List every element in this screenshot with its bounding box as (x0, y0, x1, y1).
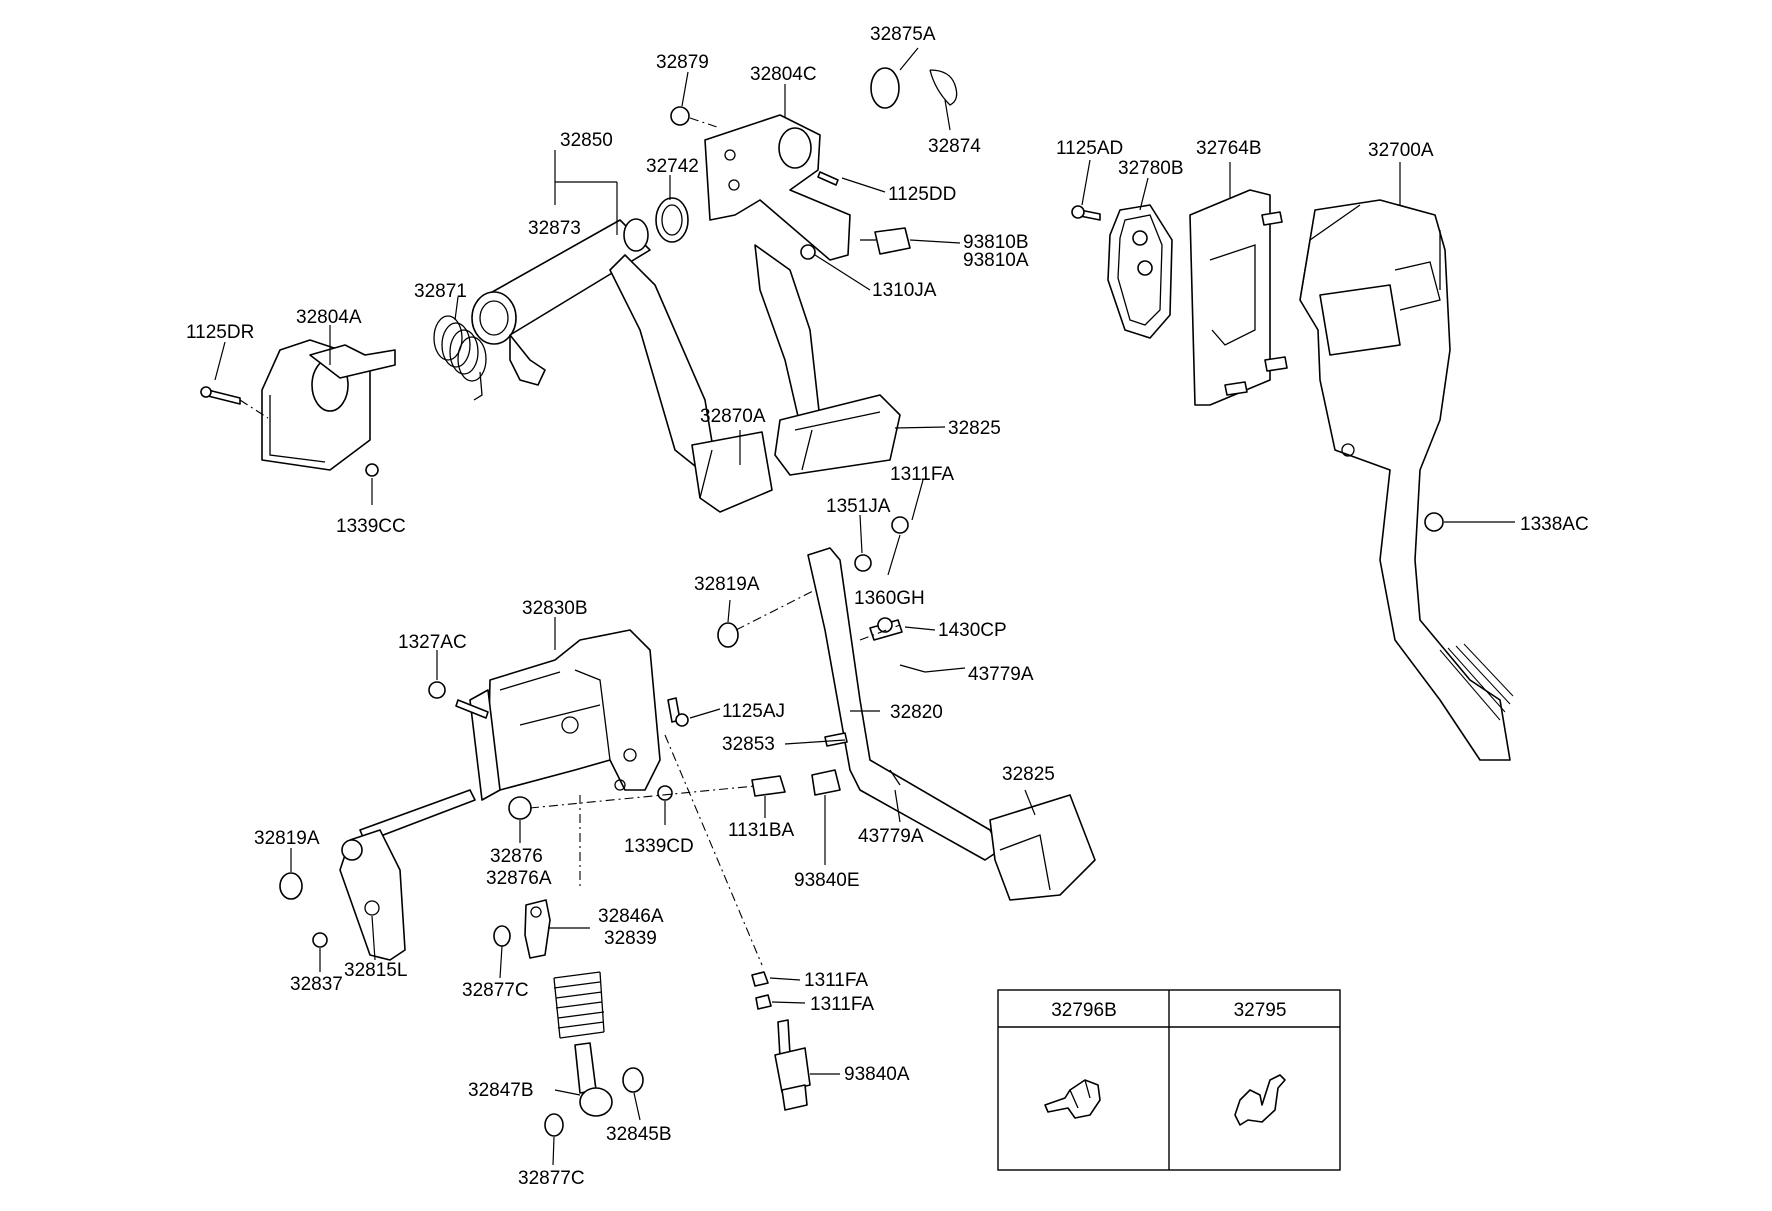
label-32742: 32742 (646, 156, 699, 177)
label-32764b: 32764B (1196, 138, 1262, 159)
label-32853: 32853 (722, 734, 775, 755)
spring-32871 (433, 315, 487, 401)
label-32700a: 32700A (1368, 140, 1434, 161)
lower-pedal-assembly (279, 516, 1096, 1137)
inset-col2-header: 32795 (1234, 1000, 1287, 1021)
label-1311fa-top: 1311FA (890, 464, 954, 485)
label-93840a: 93840A (844, 1064, 910, 1085)
label-1338ac: 1338AC (1520, 514, 1589, 535)
label-43779a-bottom: 43779A (858, 826, 924, 847)
label-32837: 32837 (290, 974, 343, 995)
label-1125aj: 1125AJ (722, 701, 785, 722)
label-1430cp: 1430CP (938, 620, 1007, 641)
label-1351ja: 1351JA (826, 496, 891, 517)
label-32804c: 32804C (750, 64, 817, 85)
label-32873: 32873 (528, 218, 581, 239)
label-32877c-bottom: 32877C (518, 1168, 585, 1189)
label-1339cd: 1339CD (624, 836, 694, 857)
label-32847b: 32847B (468, 1080, 534, 1101)
label-32825-bottom: 32825 (1002, 764, 1055, 785)
inset-table: 32796B 32795 (997, 989, 1341, 1171)
label-32830b: 32830B (522, 598, 588, 619)
label-43779a-top: 43779A (968, 664, 1034, 685)
clip-32796b (1044, 1079, 1101, 1119)
part-labels: 32875A 32879 32804C 32874 32850 32742 11… (186, 24, 1589, 1189)
label-32780b: 32780B (1118, 158, 1184, 179)
label-1310ja: 1310JA (872, 280, 937, 301)
label-32875a: 32875A (870, 24, 936, 45)
label-93810b: 93810B (963, 232, 1029, 253)
label-93840e: 93840E (794, 870, 860, 891)
label-32819a-top: 32819A (694, 574, 760, 595)
label-1327ac: 1327AC (398, 632, 467, 653)
label-32846a: 32846A (598, 906, 664, 927)
label-32845b: 32845B (606, 1124, 672, 1145)
inset-col1-header: 32796B (1051, 1000, 1117, 1021)
label-1125dr: 1125DR (186, 322, 254, 343)
label-32876: 32876 (490, 846, 543, 867)
label-32839: 32839 (604, 928, 657, 949)
label-32825-top: 32825 (948, 418, 1001, 439)
label-1125ad: 1125AD (1056, 138, 1123, 159)
label-32804a: 32804A (296, 307, 362, 328)
label-1311fa-mid2: 1311FA (810, 994, 874, 1015)
label-1360gh: 1360GH (854, 588, 925, 609)
label-32850: 32850 (560, 130, 613, 151)
label-32815l: 32815L (344, 960, 407, 981)
label-1125dd: 1125DD (888, 184, 956, 205)
label-32879: 32879 (656, 52, 709, 73)
top-pedal-assembly (200, 67, 958, 513)
accelerator-assembly (1071, 189, 1514, 761)
label-32870a: 32870A (700, 406, 766, 427)
clip-32795 (1234, 1074, 1286, 1126)
label-32874: 32874 (928, 136, 981, 157)
label-32819a-left: 32819A (254, 828, 320, 849)
spring-lower (553, 971, 605, 1039)
label-32876a: 32876A (486, 868, 552, 889)
leader-lines (214, 47, 1515, 1166)
label-32820: 32820 (890, 702, 943, 723)
label-1131ba: 1131BA (728, 820, 795, 841)
label-32871: 32871 (414, 281, 467, 302)
label-93810a: 93810A (963, 250, 1029, 271)
label-32877c-top: 32877C (462, 980, 529, 1001)
pedal-pad-ridges (1439, 643, 1514, 721)
label-1311fa-mid1: 1311FA (804, 970, 868, 991)
label-1339cc: 1339CC (336, 516, 406, 537)
